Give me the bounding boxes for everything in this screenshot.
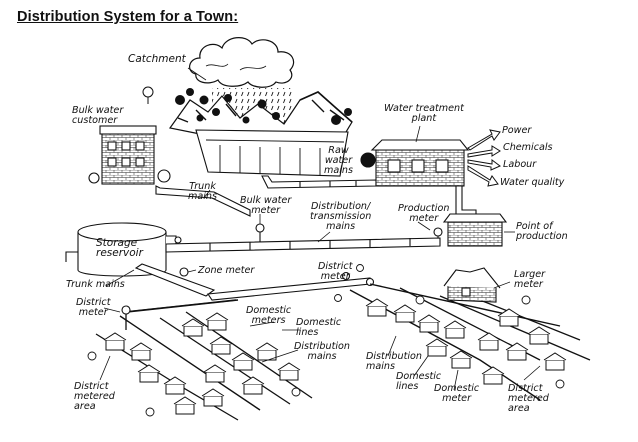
distribution-transmission-label: Distribution/ transmission mains bbox=[310, 201, 372, 232]
input-arrows bbox=[467, 129, 501, 187]
storage-reservoir-label: Storage reservoir bbox=[96, 237, 143, 259]
trunk-main-lower bbox=[134, 263, 216, 297]
labour-label: Labour bbox=[503, 159, 537, 170]
water-treatment-plant bbox=[360, 139, 470, 187]
trunk-main-upper bbox=[155, 185, 251, 217]
bulk-customer-label: Bulk water customer bbox=[72, 105, 124, 126]
chemicals-label: Chemicals bbox=[503, 142, 553, 153]
zone-meter-label: Zone meter bbox=[198, 265, 255, 276]
water-quality-label: Water quality bbox=[500, 177, 565, 188]
catchment-trees bbox=[175, 88, 352, 125]
domestic-lines-right-label: Domestic lines bbox=[396, 371, 442, 392]
water-treatment-label: Water treatment plant bbox=[384, 103, 464, 124]
bulk-customer-building bbox=[88, 125, 171, 185]
tree-icon bbox=[142, 86, 154, 98]
distribution-mains-right-label: Distribution mains bbox=[366, 351, 422, 372]
district-meter-left-label: District meter bbox=[76, 297, 111, 318]
catchment-label: Catchment bbox=[128, 53, 186, 65]
houses-left bbox=[103, 312, 301, 415]
houses-right bbox=[365, 298, 567, 385]
domestic-meter-label: Domestic meter bbox=[434, 383, 480, 404]
district-meter-center-label: District meter bbox=[318, 261, 353, 282]
raw-water-main-pipe bbox=[261, 175, 377, 189]
power-label: Power bbox=[502, 125, 532, 136]
district-metered-right-label: District metered area bbox=[508, 383, 549, 414]
trunk-mains-top-label: Trunk mains bbox=[188, 181, 217, 202]
trees bbox=[87, 264, 565, 417]
cloud bbox=[189, 37, 295, 88]
production-building bbox=[433, 213, 508, 247]
trunk-mains-left-label: Trunk mains bbox=[66, 279, 125, 290]
page-title: Distribution System for a Town: bbox=[17, 9, 239, 25]
district-metered-left-label: District metered area bbox=[74, 381, 115, 412]
larger-meter-house bbox=[443, 267, 501, 303]
raw-water-mains-label: Raw water mains bbox=[324, 145, 353, 176]
distribution-mains-left-label: Distribution mains bbox=[294, 341, 350, 362]
dam bbox=[195, 129, 349, 177]
leader-lines bbox=[99, 67, 541, 391]
larger-meter-label: Larger meter bbox=[514, 269, 546, 290]
production-pipe bbox=[455, 185, 477, 217]
distribution-transmission-main bbox=[165, 223, 441, 253]
domestic-lines-left-label: Domestic lines bbox=[296, 317, 342, 338]
point-of-production-label: Point of production bbox=[516, 221, 568, 242]
domestic-meters-label: Domestic meters bbox=[246, 305, 292, 326]
production-meter-label: Production meter bbox=[398, 203, 450, 224]
bulk-water-meter-label: Bulk water meter bbox=[240, 195, 292, 216]
